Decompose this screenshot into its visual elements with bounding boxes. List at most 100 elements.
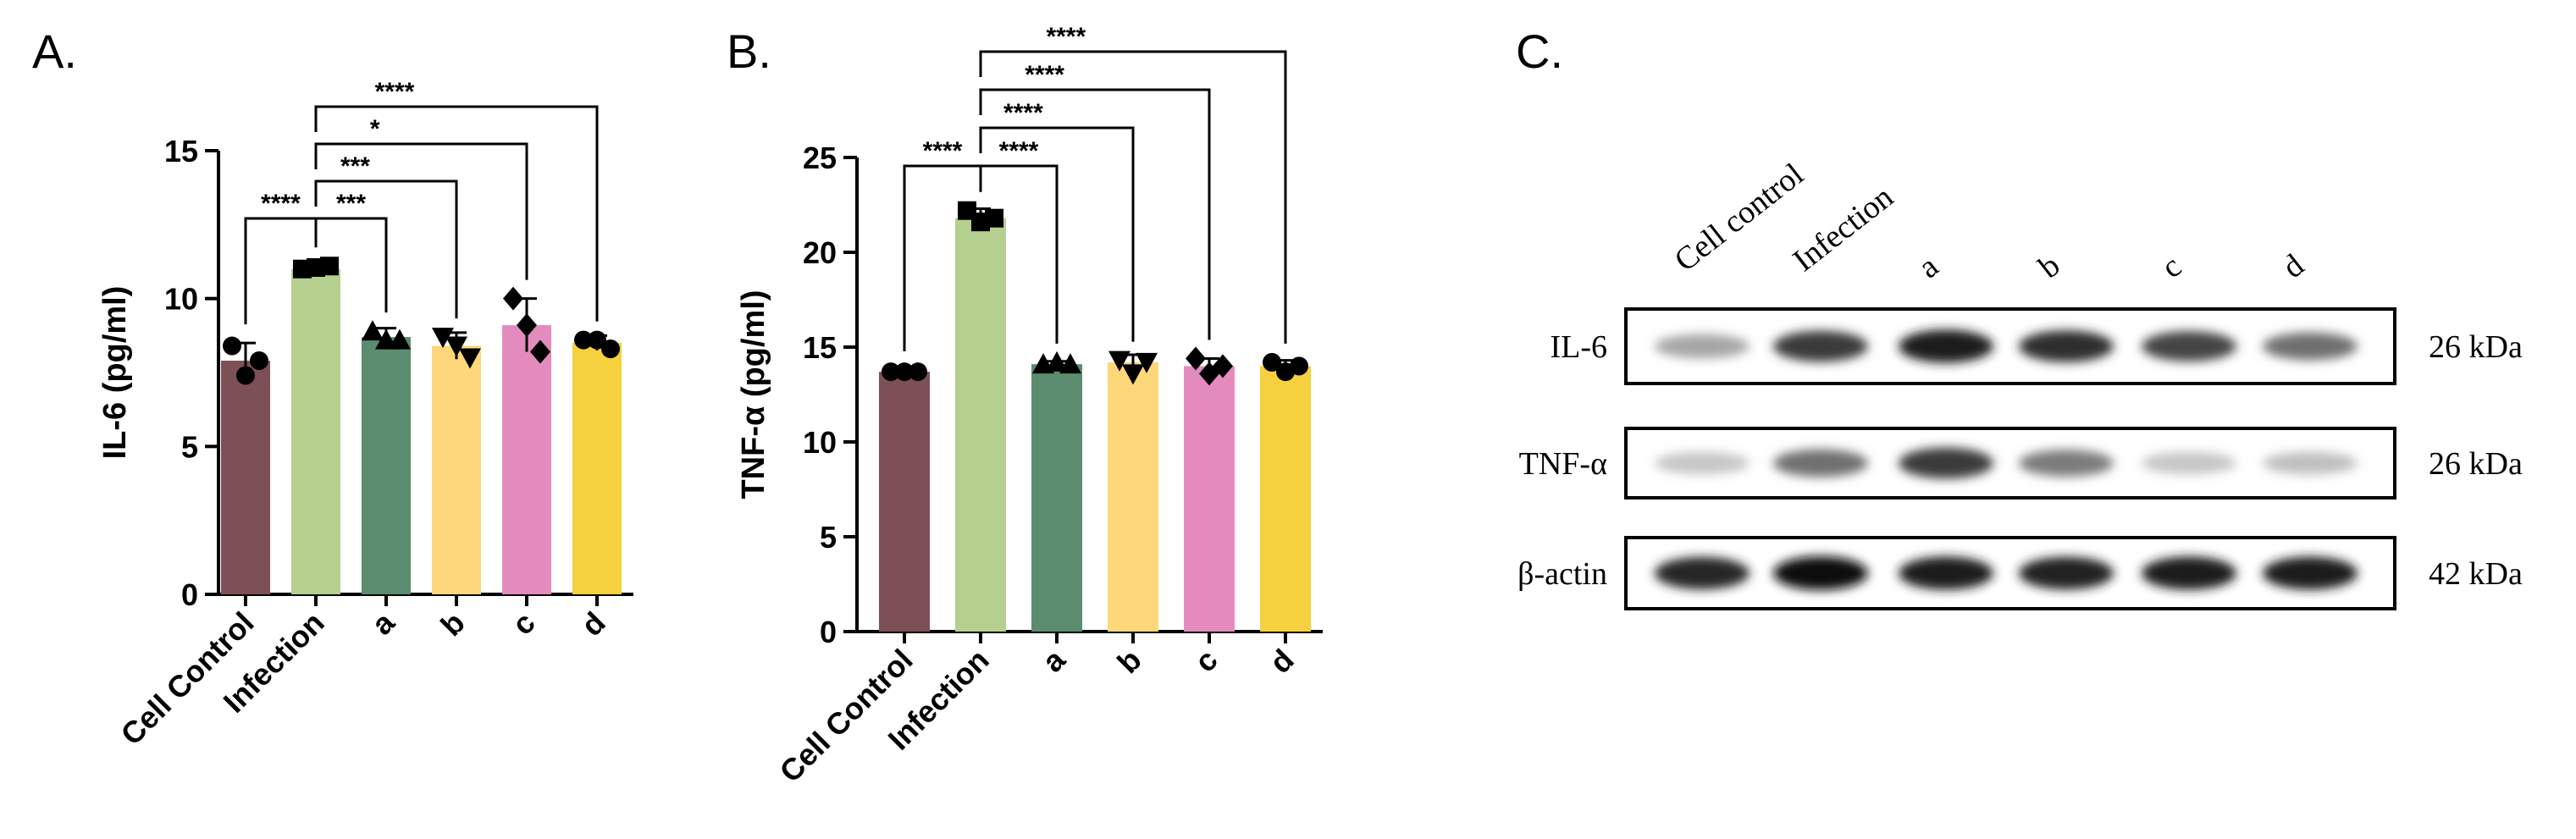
significance-bracket — [314, 105, 599, 322]
blot-band — [2142, 331, 2236, 362]
bar — [502, 325, 551, 594]
bar — [362, 337, 411, 594]
lane-label: c — [2155, 249, 2188, 285]
bar — [1184, 366, 1235, 632]
significance-label: *** — [340, 152, 370, 180]
protein-label: β-actin — [1517, 556, 1607, 592]
significance-label: **** — [261, 190, 301, 218]
bar — [879, 372, 930, 632]
data-point — [236, 366, 255, 385]
bar — [291, 268, 340, 594]
data-point — [517, 313, 537, 338]
significance-label: *** — [336, 190, 366, 218]
protein-label: TNF-α — [1519, 446, 1607, 482]
significance-bracket — [979, 126, 1135, 342]
size-label: 26 kDa — [2429, 446, 2523, 482]
y-tick-label: 20 — [803, 235, 837, 270]
data-point — [1290, 356, 1308, 376]
bar — [432, 345, 481, 594]
bar — [1108, 362, 1158, 632]
y-tick-label: 0 — [820, 615, 837, 649]
blot-band — [2263, 332, 2358, 361]
data-point — [320, 257, 339, 276]
data-point — [1263, 352, 1281, 372]
category-label: d — [574, 605, 612, 643]
blot-band — [2263, 451, 2358, 475]
blot-band — [2142, 556, 2236, 590]
bar — [572, 343, 622, 594]
y-tick-label: 25 — [803, 141, 837, 175]
bar — [955, 218, 1006, 632]
data-point — [389, 328, 411, 350]
blot-band — [1655, 334, 1750, 359]
y-tick-label: 10 — [803, 425, 837, 460]
blot-band — [1773, 556, 1868, 590]
significance-bracket — [314, 179, 458, 319]
significance-label: **** — [1046, 23, 1086, 51]
significance-bracket — [314, 142, 528, 280]
data-point — [445, 336, 467, 357]
y-tick-label: 10 — [164, 282, 198, 317]
lane-label: Cell control — [1668, 157, 1810, 279]
y-tick-label: 5 — [181, 429, 198, 464]
panel-c-letter: C. — [1516, 25, 1563, 78]
y-tick-label: 5 — [820, 520, 837, 555]
data-point — [1059, 353, 1081, 374]
data-point — [1186, 346, 1206, 371]
y-tick-label: 15 — [803, 330, 837, 365]
blot-band — [2263, 556, 2358, 590]
data-point — [1108, 351, 1130, 372]
significance-label: **** — [375, 78, 415, 106]
data-point — [1122, 364, 1144, 385]
y-axis-title: IL-6 (pg/ml) — [97, 286, 133, 460]
significance-bracket — [979, 88, 1211, 340]
data-point — [1046, 351, 1068, 372]
data-point — [985, 208, 1003, 228]
data-point — [362, 320, 384, 341]
blot-band — [1655, 556, 1750, 590]
significance-label: * — [370, 115, 380, 143]
blot-band — [1899, 329, 1993, 363]
category-label: c — [1188, 643, 1224, 679]
significance-bracket — [979, 50, 1287, 344]
significance-label: **** — [1025, 61, 1064, 89]
significance-label: **** — [923, 137, 963, 165]
blot-band — [2019, 556, 2114, 590]
y-tick-label: 0 — [181, 577, 198, 612]
significance-label: **** — [999, 137, 1039, 165]
data-point — [250, 351, 268, 371]
lane-label: b — [2032, 247, 2067, 285]
blot-band — [1899, 556, 1993, 590]
data-point — [588, 330, 606, 350]
lane-label: Infection — [1787, 179, 1900, 279]
data-point — [895, 362, 914, 382]
category-label: b — [434, 605, 472, 643]
data-point — [459, 348, 481, 369]
blot-band — [2019, 330, 2114, 362]
lane-label: d — [2276, 247, 2311, 285]
category-label: a — [1036, 642, 1073, 679]
data-point — [909, 362, 927, 382]
size-label: 42 kDa — [2429, 556, 2523, 592]
y-axis-title: TNF-α (pg/ml) — [736, 290, 771, 499]
blot-band — [1655, 451, 1750, 475]
data-point — [223, 336, 241, 356]
category-label: d — [1263, 643, 1301, 681]
y-tick-label: 15 — [164, 134, 198, 168]
size-label: 26 kDa — [2429, 329, 2523, 365]
significance-bracket — [314, 217, 388, 313]
lane-label: a — [1912, 249, 1945, 286]
bar — [1031, 364, 1082, 632]
significance-bracket — [979, 164, 1059, 344]
data-point — [574, 330, 593, 350]
bar — [1260, 366, 1311, 632]
blot-band — [1773, 330, 1868, 362]
panel-a-letter: A. — [32, 25, 77, 78]
protein-label: IL-6 — [1550, 329, 1607, 365]
data-point — [601, 339, 620, 359]
data-point — [882, 362, 900, 382]
blot-band — [1773, 449, 1868, 477]
